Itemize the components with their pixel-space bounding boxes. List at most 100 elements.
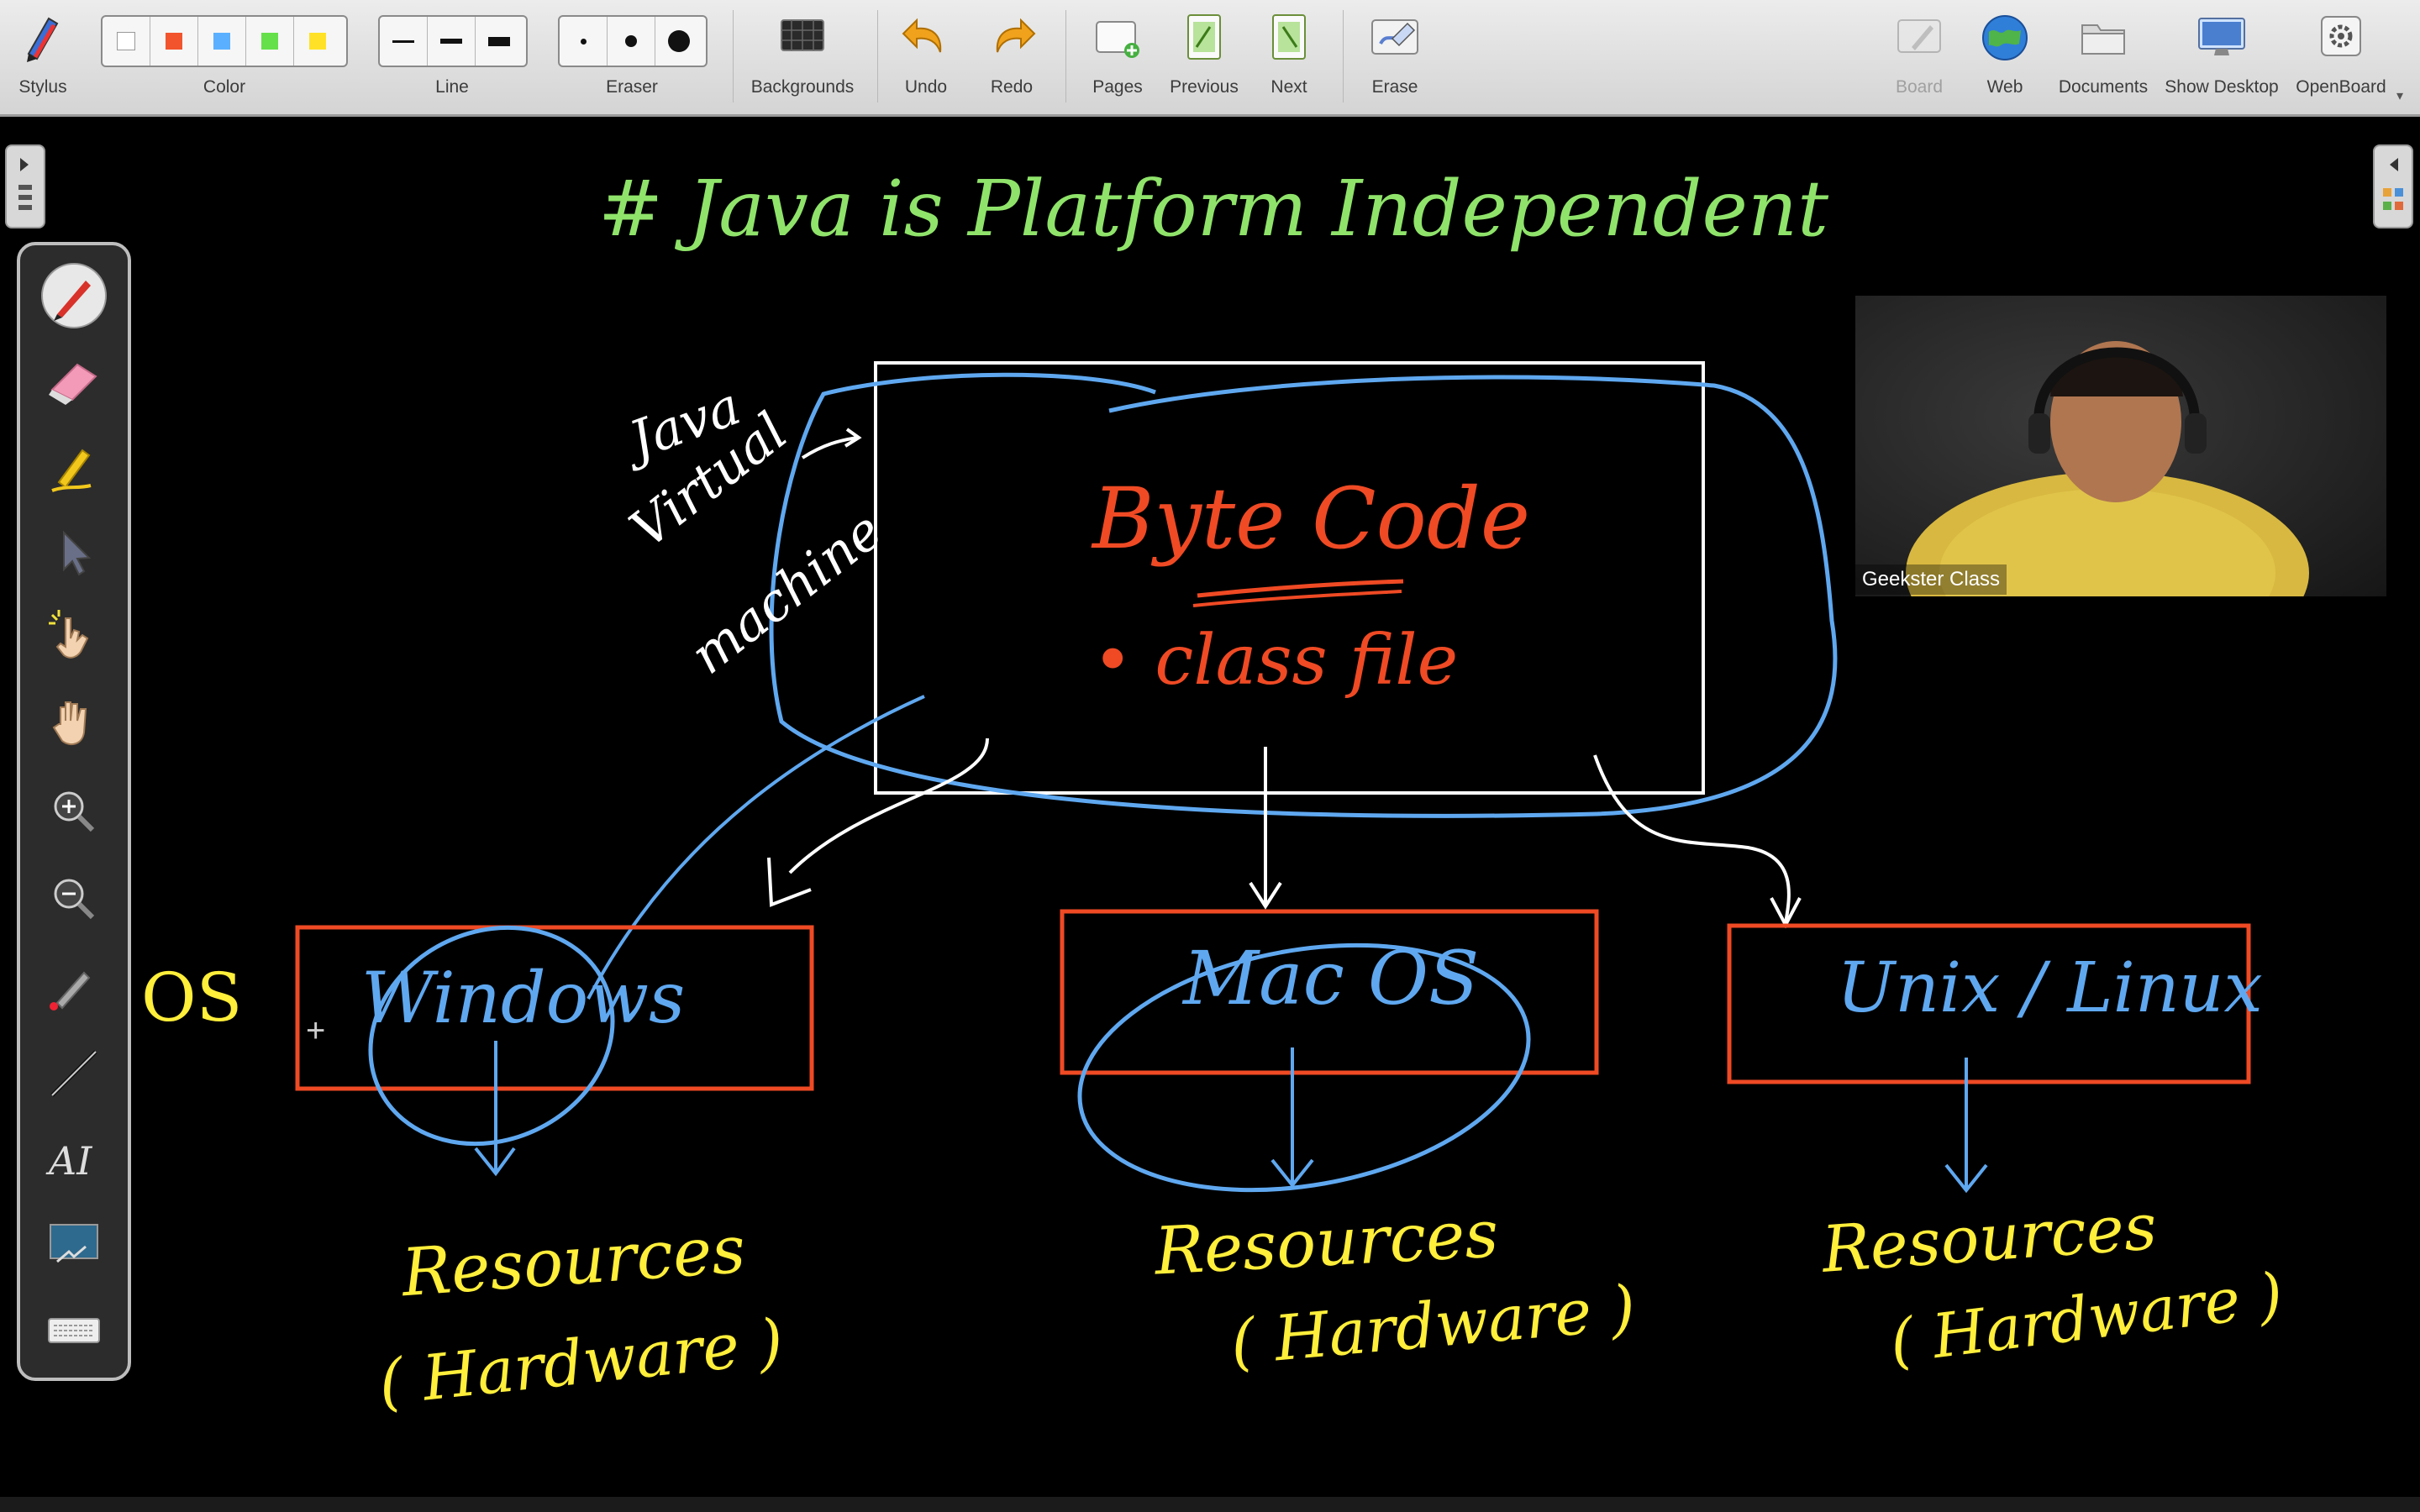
pen-icon <box>41 263 107 328</box>
collapse-right-icon <box>18 158 32 210</box>
board-label: Board <box>1895 77 1944 97</box>
color-swatch-green[interactable] <box>246 17 294 66</box>
bytecode-text: Byte Code <box>1092 470 1531 568</box>
zoom-out-tool[interactable] <box>40 865 108 932</box>
line-thin-option[interactable] <box>380 17 428 66</box>
next-page-icon <box>1272 14 1306 60</box>
hand-tool[interactable] <box>40 690 108 758</box>
line-label: Line <box>435 77 469 97</box>
macos-box <box>1060 909 1599 1075</box>
unix-linux-text: Unix / Linux <box>1837 948 2263 1028</box>
zoom-out-icon <box>54 879 95 920</box>
redo-arrow-icon <box>996 18 1036 53</box>
whiteboard-canvas[interactable]: # Java is Platform Independent Java Virt… <box>0 117 2420 1461</box>
web-label: Web <box>1986 77 2023 97</box>
text-icon: AI <box>45 1138 92 1184</box>
line-widths <box>378 15 528 67</box>
svg-text:AI: AI <box>45 1138 92 1184</box>
erase-label: Erase <box>1371 77 1418 97</box>
pages-button[interactable]: Pages <box>1084 0 1151 114</box>
previous-label: Previous <box>1170 77 1239 97</box>
participant-video-tile[interactable]: Geekster Class <box>1855 296 2386 596</box>
openboard-menu-button[interactable]: OpenBoard <box>2294 0 2388 114</box>
board-title: # Java is Platform Independent <box>598 164 1829 254</box>
chevron-down-icon[interactable]: ▾ <box>2396 89 2404 103</box>
show-desktop-label: Show Desktop <box>2165 77 2279 97</box>
toolbar-divider <box>733 10 734 102</box>
interact-tool[interactable] <box>40 605 108 672</box>
backgrounds-button[interactable]: Backgrounds <box>743 0 862 114</box>
eraser-group: Eraser <box>558 0 708 114</box>
globe-icon <box>1982 15 2028 60</box>
selector-tool[interactable] <box>40 519 108 586</box>
toolbar-divider <box>877 10 878 102</box>
erase-button[interactable]: Erase <box>1361 0 1428 114</box>
highlighter-tool[interactable] <box>40 433 108 501</box>
participant-name: Geekster Class <box>1855 564 2007 595</box>
gear-icon <box>2321 16 2361 56</box>
color-swatch-blue[interactable] <box>198 17 246 66</box>
line-tool[interactable] <box>40 1040 108 1107</box>
undo-button[interactable]: Undo <box>894 0 958 114</box>
arrow-to-windows <box>788 738 989 874</box>
documents-button[interactable]: Documents <box>2057 0 2149 114</box>
windows-circle-stroke <box>368 925 615 1147</box>
undo-arrow-icon <box>902 18 942 53</box>
color-swatches <box>101 15 348 67</box>
previous-page-button[interactable]: Previous <box>1166 0 1242 114</box>
eraser-small-option[interactable] <box>560 17 608 66</box>
participant-video-feed <box>1906 341 2309 596</box>
backgrounds-label: Backgrounds <box>750 77 855 97</box>
zoom-in-tool[interactable] <box>40 778 108 845</box>
windows-box <box>295 925 814 1091</box>
stylus-palette-icon <box>27 17 59 62</box>
laser-pointer-tool[interactable] <box>40 953 108 1020</box>
previous-page-icon <box>1187 14 1221 60</box>
redo-label: Redo <box>990 77 1034 97</box>
show-desktop-button[interactable]: Show Desktop <box>2163 0 2281 114</box>
left-panel-tab[interactable] <box>5 144 45 228</box>
eraser-sizes <box>558 15 708 67</box>
backgrounds-grid-icon <box>781 19 824 51</box>
bottom-edge-bar <box>0 1497 2420 1512</box>
unix-box <box>1727 923 2251 1084</box>
windows-text: Windows <box>361 957 686 1039</box>
color-swatch-white[interactable] <box>103 17 150 66</box>
board-button[interactable]: Board <box>1886 0 1953 114</box>
keyboard-tool[interactable] <box>40 1297 108 1364</box>
eraser-icon <box>49 363 97 405</box>
text-tool[interactable]: AI <box>40 1126 108 1193</box>
erase-board-icon <box>1371 19 1418 55</box>
eraser-medium-option[interactable] <box>608 17 655 66</box>
redo-button[interactable]: Redo <box>980 0 1044 114</box>
toolbar-divider <box>1343 10 1344 102</box>
classfile-text: • class file <box>1092 621 1459 701</box>
openboard-label: OpenBoard <box>2296 77 2386 97</box>
line-group: Line <box>378 0 528 114</box>
eraser-large-option[interactable] <box>655 17 702 66</box>
pages-add-icon <box>1096 21 1139 58</box>
stylus-button[interactable]: Stylus <box>7 0 79 114</box>
next-page-button[interactable]: Next <box>1255 0 1323 114</box>
board-icon <box>1897 19 1941 53</box>
capture-icon <box>50 1224 98 1263</box>
color-swatch-red[interactable] <box>150 17 198 66</box>
eraser-tool[interactable] <box>40 346 108 413</box>
arrow-to-unix <box>1593 754 1791 924</box>
toolbar-divider <box>1065 10 1066 102</box>
documents-label: Documents <box>2058 77 2149 97</box>
collapse-left-icon <box>2383 158 2403 210</box>
jvm-loop-stroke <box>769 372 1838 818</box>
color-swatch-yellow[interactable] <box>294 17 341 66</box>
bytecode-box <box>874 361 1705 795</box>
folder-icon <box>2081 24 2125 55</box>
pen-tool[interactable] <box>40 262 108 329</box>
web-button[interactable]: Web <box>1971 0 2039 114</box>
pages-label: Pages <box>1092 77 1143 97</box>
line-thick-option[interactable] <box>476 17 523 66</box>
right-panel-tab[interactable] <box>2373 144 2413 228</box>
capture-tool[interactable] <box>40 1211 108 1278</box>
line-medium-option[interactable] <box>428 17 476 66</box>
os-label: OS <box>141 958 243 1037</box>
arrow-pointer-icon <box>63 530 92 576</box>
